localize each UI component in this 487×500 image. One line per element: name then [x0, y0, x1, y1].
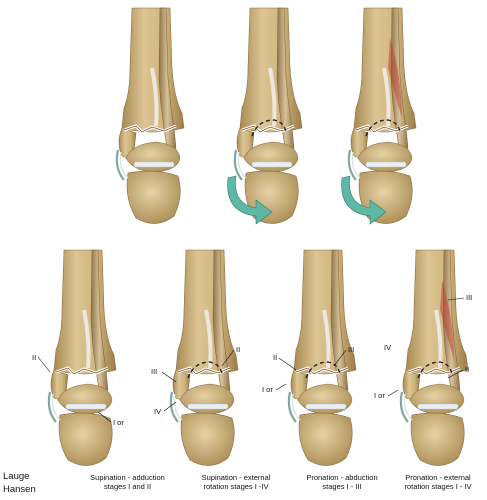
label-p4-iv: IV — [384, 343, 391, 352]
ankle-bot-1 — [47, 249, 117, 466]
caption-pronation-external-rotation: Pronation - external rotation stages I -… — [404, 473, 472, 491]
fracture-line — [407, 367, 461, 375]
fracture-line — [55, 367, 109, 375]
label-p4-ii: II — [465, 365, 469, 374]
rotation-arrow-icon — [341, 175, 387, 225]
rotation-arrow-icon — [227, 175, 273, 225]
author-label: Lauge Hansen — [3, 471, 36, 495]
label-p2-ii: II — [236, 345, 240, 354]
haematoma-streak — [388, 38, 402, 118]
ankle-top-1 — [115, 7, 185, 224]
dashed-fragment-outline — [187, 361, 223, 379]
caption-pronation-abduction: Pronation - abduction stages I - III — [306, 473, 378, 491]
ankle-bot-4 — [399, 249, 469, 466]
dashed-fragment-outline — [417, 361, 453, 379]
ankle-bot-2 — [169, 249, 239, 466]
label-p3-iii: III — [348, 345, 354, 354]
haematoma-streak — [440, 280, 454, 360]
dashed-fragment-outline — [251, 119, 287, 137]
caption-supination-external-rotation: Supination - external rotation stages I … — [201, 473, 271, 491]
label-p4-ior: I or — [374, 391, 385, 400]
ankle-top-3 — [341, 7, 417, 225]
fracture-line — [123, 125, 177, 133]
label-p3-ii: II — [273, 353, 277, 362]
dashed-fragment-outline — [365, 119, 401, 137]
label-p1-ior: I or — [113, 418, 124, 427]
fracture-line — [241, 125, 295, 133]
ankle-top-2 — [227, 7, 303, 225]
label-p3-ior: I or — [262, 385, 273, 394]
fracture-line — [295, 367, 349, 375]
fracture-line — [355, 125, 409, 133]
label-p2-iv: IV — [154, 407, 161, 416]
fracture-line — [177, 367, 231, 375]
dashed-fragment-outline — [305, 361, 341, 379]
caption-supination-adduction: Supination - adduction stages I and II — [90, 473, 165, 491]
label-p1-ii: II — [32, 353, 36, 362]
label-p2-iii: III — [151, 367, 157, 376]
label-p4-iii: III — [466, 293, 472, 302]
ankle-bot-3 — [287, 249, 357, 466]
